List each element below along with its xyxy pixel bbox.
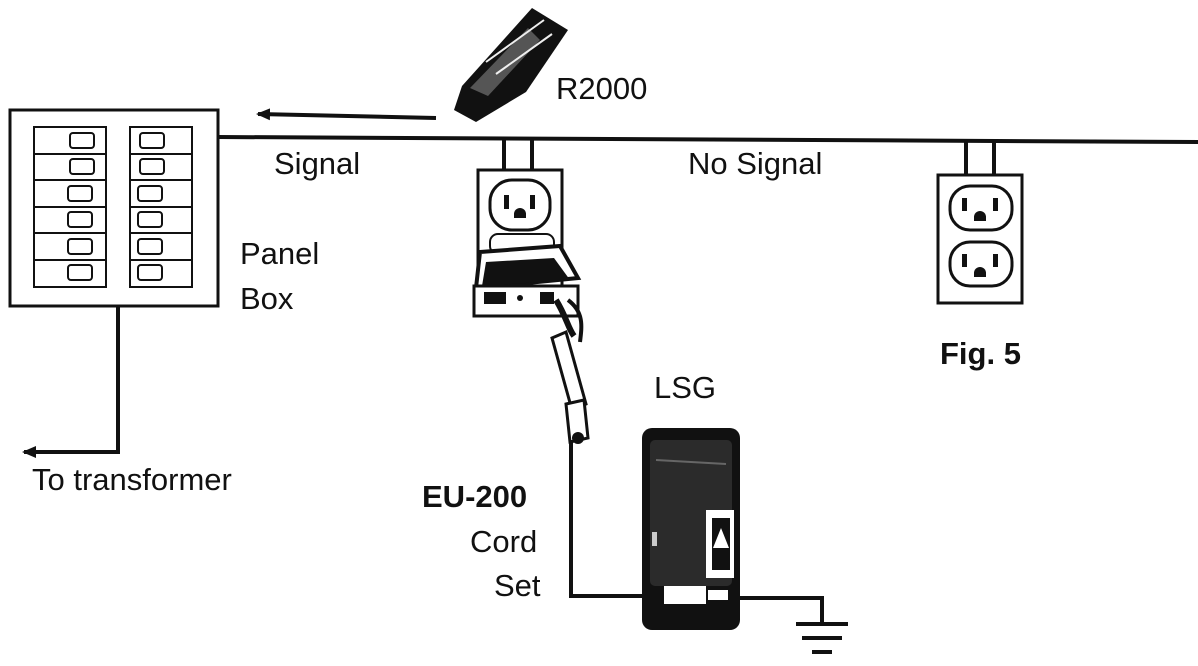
box-label: Box (240, 281, 294, 316)
eu200-cord (550, 298, 645, 598)
ground-symbol (728, 596, 848, 654)
main-wire (217, 135, 1198, 175)
circuit-breakers (67, 132, 165, 281)
lsg-label: LSG (654, 370, 717, 405)
to-transformer-label: To transformer (32, 462, 232, 497)
r2000-tester (454, 8, 568, 122)
set-label: Set (494, 568, 541, 603)
signal-label: Signal (274, 146, 361, 181)
eu200-label: EU-200 (422, 479, 528, 514)
panel-box (8, 108, 220, 308)
cord-label: Cord (470, 524, 538, 559)
no-signal-label: No Signal (688, 146, 823, 181)
panel-label: Panel (240, 236, 320, 271)
lsg-generator (642, 428, 740, 630)
signal-direction-arrow (256, 108, 437, 121)
transformer-wire (22, 306, 120, 458)
r2000-label: R2000 (556, 71, 648, 106)
figure-label: Fig. 5 (940, 336, 1021, 371)
duplex-outlet (936, 173, 1024, 305)
